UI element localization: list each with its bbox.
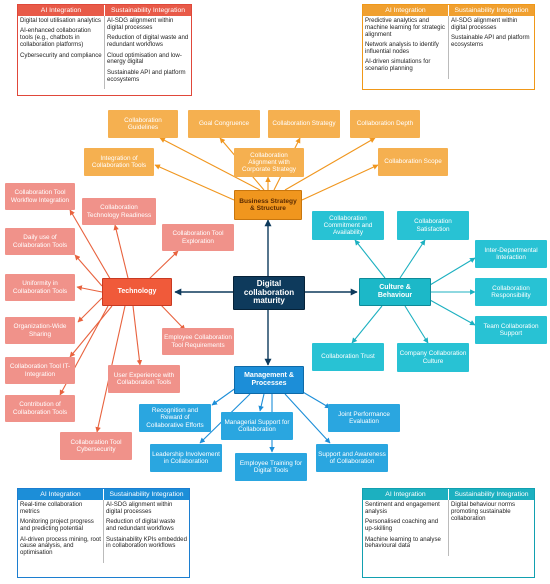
sustainability-integration-header: Sustainability Integration bbox=[448, 489, 534, 500]
center-node: Digital collaboration maturity bbox=[233, 276, 305, 310]
management-subnode: Leadership Involvement in Collaboration bbox=[150, 444, 222, 472]
technology-subnode: Contribution of Collaboration Tools bbox=[5, 395, 75, 422]
culture-subnode: Collaboration Trust bbox=[312, 343, 384, 371]
ai-item: AI-driven simulations for scenario plann… bbox=[365, 58, 431, 73]
technology-subnode: User Experience with Collaboration Tools bbox=[108, 365, 180, 393]
management-subnode: Joint Performance Evaluation bbox=[328, 404, 400, 432]
business-subnode: Collaboration Alignment with Corporate S… bbox=[234, 148, 304, 177]
business-subnode: Collaboration Scope bbox=[378, 148, 448, 176]
ai-item: Cybersecurity and compliance bbox=[20, 51, 102, 59]
culture-behaviour-node: Culture & Behaviour bbox=[359, 278, 431, 306]
sustainability-item: AI-SDG alignment within digital processe… bbox=[451, 17, 518, 31]
technology-subnode: Uniformity in Collaboration Tools bbox=[5, 274, 75, 301]
ai-integration-header: AI Integration bbox=[18, 5, 104, 16]
sustainability-item: Sustainable API and platform ecosystems bbox=[451, 34, 530, 49]
technology-subnode: Daily use of Collaboration Tools bbox=[5, 228, 75, 255]
ai-integration-header: AI Integration bbox=[18, 489, 103, 500]
ai-integration-header: AI Integration bbox=[363, 489, 448, 500]
sustainability-integration-header: Sustainability Integration bbox=[448, 5, 534, 16]
ai-item: Personalised coaching and up-skilling bbox=[365, 518, 439, 533]
technology-subnode: Employee Collaboration Tool Requirements bbox=[162, 328, 234, 355]
ai-integration-header: AI Integration bbox=[363, 5, 448, 16]
business-strategy-node: Business Strategy & Structure bbox=[234, 190, 302, 220]
technology-subnode: Collaboration Tool Exploration bbox=[162, 224, 234, 251]
ai-item: Digital tool utilisation analytics bbox=[20, 17, 101, 24]
sustainability-integration-header: Sustainability Integration bbox=[104, 5, 191, 16]
sustainability-item: Cloud optimisation and low-energy digita… bbox=[107, 51, 182, 66]
technology-subnode: Collaboration Tool Workflow Integration bbox=[5, 183, 75, 210]
technology-subnode: Collaboration Tool IT-Integration bbox=[5, 357, 75, 384]
sustainability-item: Reduction of digital waste and redundant… bbox=[106, 518, 176, 533]
ai-item: Real-time collaboration metrics bbox=[20, 501, 83, 515]
business-subnode: Integration of Collaboration Tools bbox=[84, 148, 154, 176]
ai-item: Sentiment and engagement analysis bbox=[365, 501, 440, 515]
sustainability-item: Digital behaviour norms promoting sustai… bbox=[451, 501, 516, 522]
management-processes-node: Management & Processes bbox=[234, 366, 304, 394]
sustainability-item: AI-SDG alignment within digital processe… bbox=[107, 17, 174, 31]
business-subnode: Collaboration Strategy bbox=[268, 110, 340, 138]
ai-item: Predictive analytics and machine learnin… bbox=[365, 17, 445, 38]
management-subnode: Managerial Support for Collaboration bbox=[221, 412, 293, 440]
culture-subnode: Collaboration Responsibility bbox=[475, 278, 547, 306]
technology-subnode: Collaboration Technology Readiness bbox=[82, 198, 156, 225]
business-subnode: Collaboration Depth bbox=[350, 110, 420, 138]
business-subnode: Collaboration Guidelines bbox=[108, 110, 178, 138]
culture-subnode: Company Collaboration Culture bbox=[397, 343, 469, 372]
ai-item: AI-driven process mining, root cause ana… bbox=[20, 535, 101, 557]
culture-subnode: Collaboration Commitment and Availabilit… bbox=[312, 211, 384, 240]
culture-subnode: Team Collaboration Support bbox=[475, 316, 547, 344]
sustainability-item: Reduction of digital waste and redundant… bbox=[107, 34, 189, 49]
ai-item: Machine learning to analyse behavioural … bbox=[365, 535, 441, 550]
culture-subnode: Collaboration Satisfaction bbox=[397, 211, 469, 240]
management-subnode: Recognition and Reward of Collaborative … bbox=[139, 404, 211, 432]
ai-item: Monitoring project progress and predicti… bbox=[20, 518, 94, 533]
technology-subnode: Organization-Wide Sharing bbox=[5, 317, 75, 344]
business-subnode: Goal Congruence bbox=[188, 110, 260, 138]
culture-subnode: Inter-Departmental Interaction bbox=[475, 240, 547, 268]
management-subnode: Employee Training for Digital Tools bbox=[235, 453, 307, 481]
sustainability-item: Sustainable API and platform ecosystems bbox=[107, 68, 186, 83]
sustainability-item: Sustainability KPIs embedded in collabor… bbox=[106, 535, 187, 550]
ai-item: AI-enhanced collaboration tools (e.g., c… bbox=[20, 27, 91, 49]
sustainability-item: AI-SDG alignment within digital processe… bbox=[106, 501, 173, 515]
ai-item: Network analysis to identify influential… bbox=[365, 41, 439, 55]
sustainability-integration-header: Sustainability Integration bbox=[103, 489, 189, 500]
management-subnode: Support and Awareness of Collaboration bbox=[316, 444, 388, 472]
technology-subnode: Collaboration Tool Cybersecurity bbox=[60, 432, 132, 460]
technology-node: Technology bbox=[102, 278, 172, 306]
